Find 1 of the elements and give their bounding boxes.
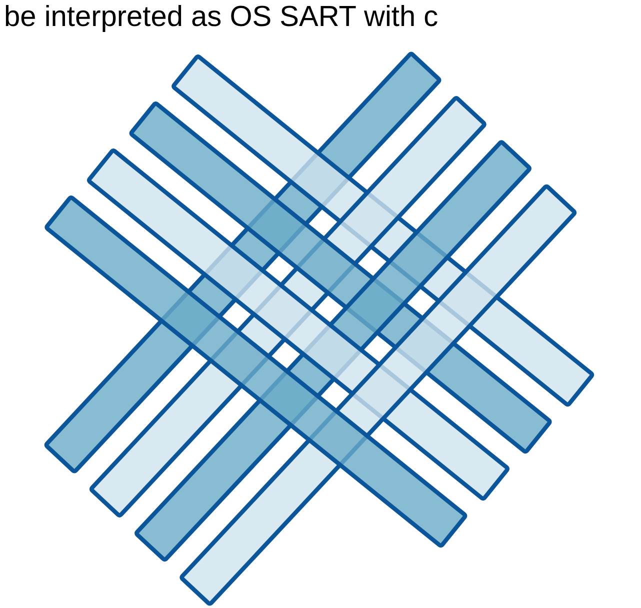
heading-text: be interpreted as OS SART with c (4, 0, 438, 34)
